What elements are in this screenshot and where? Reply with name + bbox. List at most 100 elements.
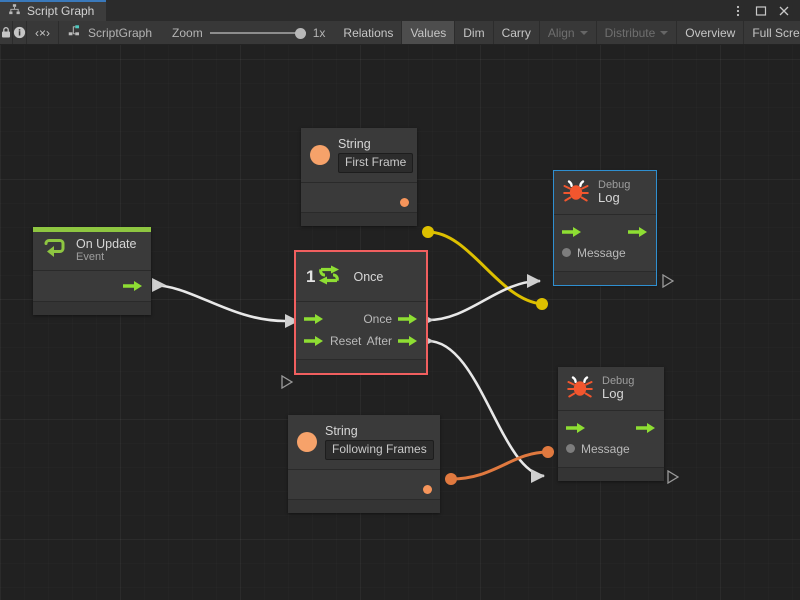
flow-arrow-icon [304,314,323,324]
titlebar-spacer [106,0,728,21]
node-subtitle: Event [76,251,105,264]
once-icon-group: 1 [306,263,341,290]
dim-label: Dim [463,25,485,40]
node-footer [296,360,426,373]
values-label: Values [410,25,447,40]
port-in-reset[interactable]: Reset [304,334,361,348]
relations-button[interactable]: Relations [335,21,403,44]
graph-canvas[interactable]: On Update Event [0,45,800,600]
chevron-down-icon [579,30,588,35]
zoom-value: 1x [312,25,326,40]
port-in-message[interactable]: Message [566,442,630,456]
values-button[interactable]: Values [402,21,456,44]
value-port-dot [562,248,571,257]
code-view-button[interactable]: ‹×› [27,21,59,44]
align-dropdown[interactable]: Align [540,21,597,44]
node-once[interactable]: 1 Once [294,250,428,375]
node-title: Once [353,269,384,284]
node-title-group: Debug Log [598,179,630,207]
dim-button[interactable]: Dim [455,21,494,44]
wire-value-target-dot [536,298,548,310]
distribute-label: Distribute [604,25,656,40]
port-row-out-value [296,475,432,503]
port-row-once: Once [304,308,418,330]
tab-script-graph[interactable]: Script Graph [0,0,107,21]
node-title: String [338,137,371,151]
zoom-slider-handle[interactable] [294,27,306,39]
carry-button[interactable]: Carry [494,21,540,44]
window-titlebar: Script Graph [0,0,800,21]
node-header: String Following Frames [288,415,440,471]
tab-label: Script Graph [27,3,95,18]
node-title-group: On Update Event [76,237,136,264]
distribute-dropdown[interactable]: Distribute [597,21,678,44]
port-row-flow [562,221,648,242]
flow-arrow-icon [304,336,323,346]
zoom-slider[interactable] [209,26,306,40]
node-string-first-frame[interactable]: String First Frame [301,128,417,227]
port-message-label: Message [577,245,626,260]
lock-icon[interactable] [0,21,13,44]
node-subtitle: Log [602,386,624,402]
wire-string1-to-debug1 [427,230,543,306]
zoom-label: Zoom [172,25,203,40]
node-title: On Update [76,237,137,251]
flow-arrow-icon [123,280,142,291]
maximize-icon[interactable] [751,0,771,21]
once-reset-in-indicator [281,375,293,389]
once-loop-icon [317,263,341,290]
string-literal-icon [310,145,330,166]
node-debug-log-1[interactable]: Debug Log [553,170,657,286]
port-out-once[interactable]: Once [363,312,418,326]
window-controls [728,0,800,21]
port-out-value[interactable] [423,484,432,494]
node-string-following-frames[interactable]: String Following Frames [288,415,440,514]
flow-arrow-icon [566,422,585,433]
flow-arrow-icon [562,226,581,237]
value-port-dot [400,197,409,207]
string-value-input[interactable]: Following Frames [325,440,434,461]
port-row-out-flow [41,276,143,295]
port-in-flow[interactable] [562,226,582,238]
port-in-message[interactable]: Message [562,246,626,260]
info-icon[interactable] [13,21,27,44]
port-out-after[interactable]: After [367,334,418,348]
once-count-badge: 1 [306,267,316,286]
debug2-out-flow-indicator [667,470,679,484]
node-accent-bar [33,227,151,232]
port-out-once-label: Once [363,312,392,326]
port-out-flow[interactable] [628,226,648,238]
string-value-input[interactable]: First Frame [338,153,414,174]
node-body [288,470,440,503]
node-title: Debug [602,374,635,387]
node-footer [554,272,656,285]
kebab-menu-icon[interactable] [728,0,748,21]
port-out-value[interactable] [400,197,409,207]
debug-bug-icon [562,178,590,207]
node-on-update[interactable]: On Update Event [33,227,151,316]
port-in-flow[interactable] [304,313,330,325]
node-header: Debug Log [554,171,656,215]
node-footer [33,302,151,316]
wire-target-arrow [531,469,545,483]
port-out-flow[interactable] [636,422,656,434]
zoom-slider-track [209,31,306,34]
overview-label: Overview [685,25,736,40]
node-header: On Update Event [33,227,151,272]
port-row-flow [566,417,656,438]
node-header: 1 Once [296,252,426,302]
port-in-reset-label: Reset [330,334,362,348]
wire-once-to-debug1 [427,279,541,322]
chevron-down-icon [660,30,669,35]
close-icon[interactable] [774,0,794,21]
node-debug-log-2[interactable]: Debug Log [558,367,664,481]
overview-button[interactable]: Overview [677,21,745,44]
flow-arrow-icon [636,422,655,433]
code-view-label: ‹×› [35,25,50,40]
wire-onupdate-to-once [151,283,286,323]
full-screen-button[interactable]: Full Screen [744,21,800,44]
port-out-flow[interactable] [123,280,143,292]
port-in-flow[interactable] [566,422,586,434]
wire-source-arrow [152,278,166,292]
